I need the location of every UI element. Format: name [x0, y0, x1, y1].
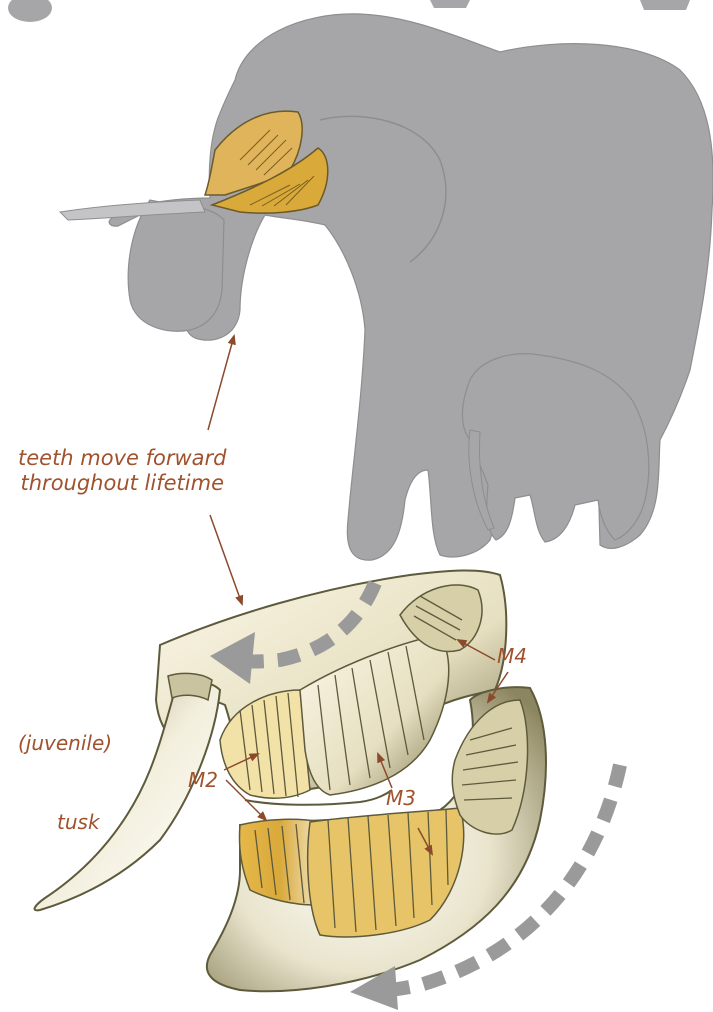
m2-label: M2: [188, 768, 218, 792]
caption-line-1: teeth move forward: [18, 446, 227, 471]
juvenile-label: (juvenile): [18, 731, 112, 755]
arrow-to-jaw: [210, 515, 242, 604]
m4-label: M4: [497, 644, 527, 668]
tusk-label: tusk: [57, 810, 100, 834]
arrow-to-elephant: [208, 336, 234, 430]
m3-label: M3: [386, 786, 416, 810]
juvenile-tusk: [35, 683, 220, 911]
caption: teeth move forward throughout lifetime: [18, 446, 227, 496]
caption-line-2: throughout lifetime: [18, 471, 227, 496]
lower-m4-tooth: [452, 700, 527, 834]
